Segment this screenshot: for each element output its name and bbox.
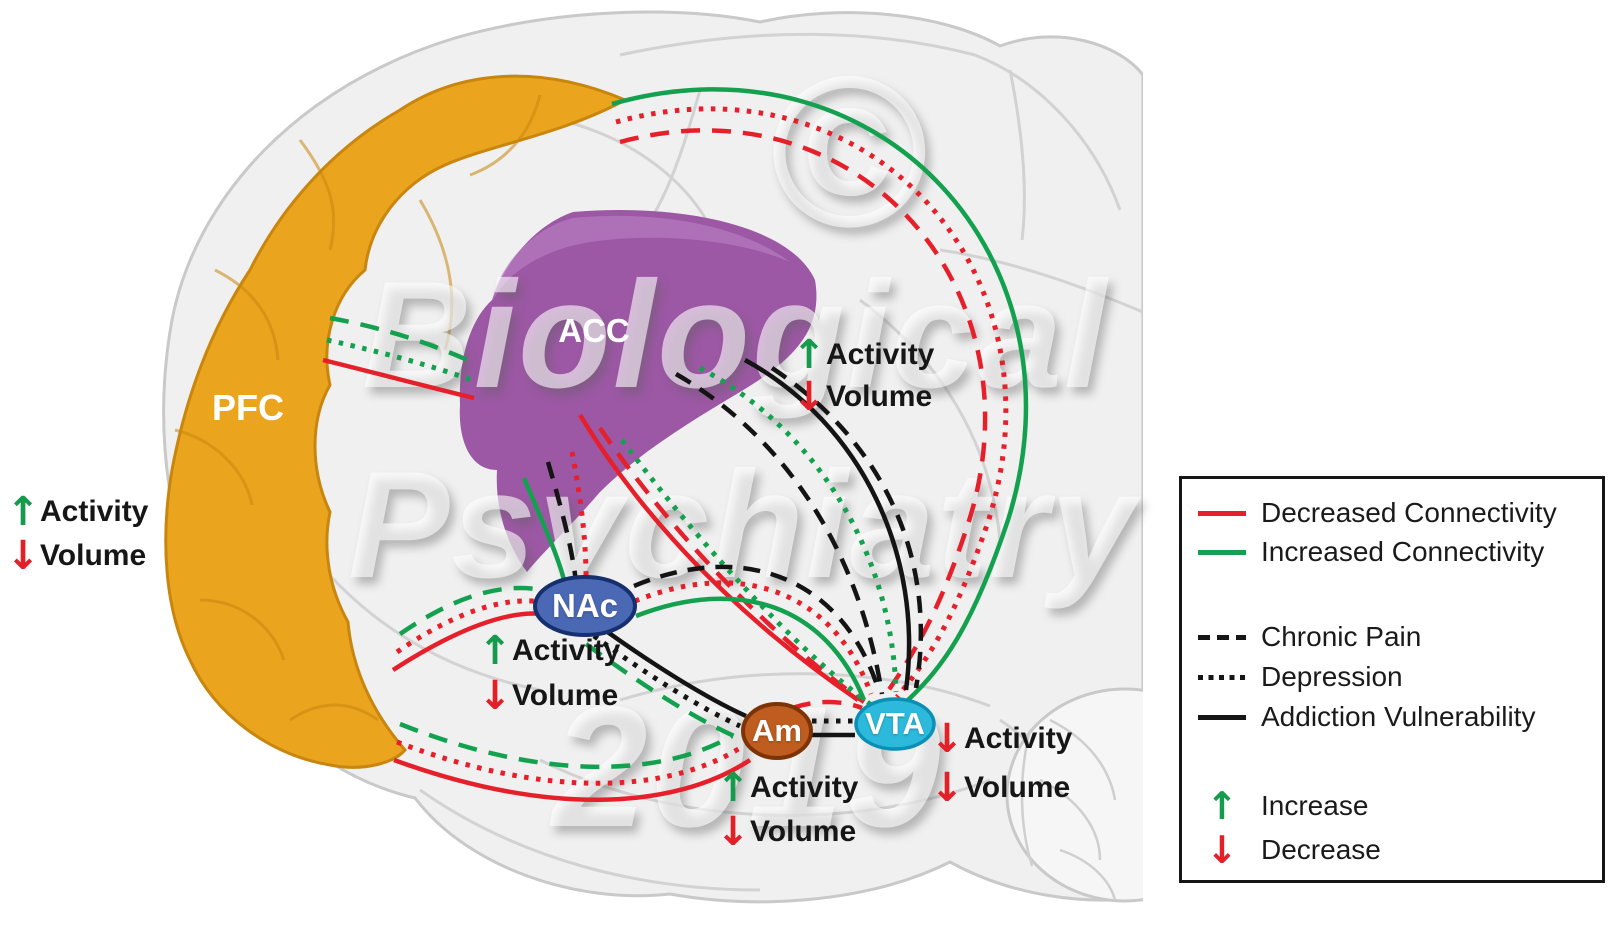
connection-acc-nac-chronic-pain xyxy=(545,461,579,583)
connection-acc-vta-depression xyxy=(619,438,872,707)
connection-pfc-vta-chronic-pain xyxy=(619,128,988,696)
acc-highlight xyxy=(492,215,790,302)
connection-pfc-acc-chronic-pain xyxy=(329,315,473,365)
legend-label: Increase xyxy=(1261,790,1369,821)
annotation-pfc: ↑ Activity ↓ Volume xyxy=(6,490,148,578)
legend-label: Decreased Connectivity xyxy=(1261,497,1557,528)
pfc-volume-label: Volume xyxy=(40,539,147,572)
increase-arrow-icon: ↑ xyxy=(478,627,512,674)
legend-item-decreased-connectivity: Decreased Connectivity xyxy=(1198,493,1557,533)
connection-acc-vta-addiction-vulnerability xyxy=(578,413,860,702)
connection-am-vta-chronic-pain xyxy=(791,699,863,711)
decrease-arrow-icon: ↓ xyxy=(930,715,964,762)
connection-nac-am-chronic-pain xyxy=(584,642,735,739)
legend-item-chronic-pain: Chronic Pain xyxy=(1198,617,1421,657)
decrease-arrow-icon: ↓ xyxy=(478,672,512,719)
legend-item-increase: ↑ Increase xyxy=(1198,783,1368,829)
connection-nac-am-addiction-vulnerability xyxy=(600,626,747,719)
connection-acc-nac-addiction-vulnerability xyxy=(521,477,569,589)
region-pfc xyxy=(164,74,629,769)
decrease-arrow-icon: ↓ xyxy=(716,809,750,855)
connection-pfc-am-addiction-vulnerability xyxy=(393,757,752,802)
node-am xyxy=(741,702,813,760)
connection-nac-vta-chronic-pain xyxy=(633,564,881,689)
increase-arrow-icon: ↑ xyxy=(1206,784,1238,828)
node-nac xyxy=(533,575,637,637)
annotation-vta: ↓ Activity ↓ Volume xyxy=(930,714,1072,812)
vta-activity-label: Activity xyxy=(964,721,1073,755)
pfc-activity-label: Activity xyxy=(40,495,149,528)
connection-nac-vta-depression xyxy=(634,580,874,695)
label-am: Am xyxy=(752,713,802,748)
increase-arrow-icon: ↑ xyxy=(792,332,826,378)
nodes xyxy=(533,575,936,760)
dotted-line-icon xyxy=(1198,674,1246,680)
increased-connectivity-line-icon xyxy=(1198,549,1246,555)
connection-pfc-vta-depression xyxy=(615,106,1009,699)
label-vta: VTA xyxy=(865,706,925,741)
legend-label: Depression xyxy=(1261,661,1403,692)
decrease-arrow-icon: ↓ xyxy=(930,764,964,811)
region-acc xyxy=(459,210,817,573)
legend-item-addiction-vulnerability: Addiction Vulnerability xyxy=(1198,697,1535,737)
node-vta xyxy=(854,697,936,751)
nac-activity-label: Activity xyxy=(512,633,621,667)
legend-item-increased-connectivity: Increased Connectivity xyxy=(1198,532,1544,572)
connection-pfc-vta-addiction-vulnerability xyxy=(611,87,1029,702)
legend-item-decrease: ↓ Decrease xyxy=(1198,827,1381,873)
connection-nac-vta-addiction-vulnerability xyxy=(635,596,867,701)
acc-volume-label: Volume xyxy=(826,380,933,413)
increase-arrow-icon: ↑ xyxy=(6,489,40,535)
legend-label: Decrease xyxy=(1261,834,1381,865)
connection-pfc-acc-depression xyxy=(326,337,473,383)
connection-acc-vta-chronic-pain xyxy=(674,372,885,695)
legend-label: Addiction Vulnerability xyxy=(1261,701,1536,732)
connection-acc-vta-chronic-pain xyxy=(770,366,924,689)
label-nac: NAc xyxy=(551,587,619,624)
dashed-line-icon xyxy=(1198,634,1246,640)
annotation-am: ↑ Activity ↓ Volume xyxy=(716,766,858,854)
legend-box: Decreased Connectivity Increased Connect… xyxy=(1179,476,1605,883)
annotation-acc: ↑ Activity ↓ Volume xyxy=(792,334,934,418)
acc-activity-label: Activity xyxy=(826,338,935,371)
pfc-gyri-lines xyxy=(174,94,542,722)
cerebellum xyxy=(1005,687,1143,903)
decrease-arrow-icon: ↓ xyxy=(1206,828,1238,872)
connection-pfc-nac-chronic-pain xyxy=(398,585,543,636)
label-acc: ACC xyxy=(558,312,630,349)
connection-acc-vta-chronic-pain xyxy=(598,426,866,704)
decreased-connectivity-line-icon xyxy=(1198,510,1246,516)
vta-volume-label: Volume xyxy=(964,770,1071,804)
decrease-arrow-icon: ↓ xyxy=(792,374,826,420)
legend-label: Increased Connectivity xyxy=(1261,536,1545,567)
connection-pfc-nac-addiction-vulnerability xyxy=(391,611,545,672)
connection-pfc-am-depression xyxy=(396,739,742,786)
am-activity-label: Activity xyxy=(750,771,859,804)
legend-item-depression: Depression xyxy=(1198,657,1403,697)
am-volume-label: Volume xyxy=(750,815,857,848)
connection-pfc-am-chronic-pain xyxy=(399,721,734,770)
solid-line-icon xyxy=(1198,714,1246,720)
connection-acc-vta-addiction-vulnerability xyxy=(743,358,912,691)
label-pfc: PFC xyxy=(212,387,284,428)
legend-label: Chronic Pain xyxy=(1261,621,1422,652)
connection-pfc-acc-addiction-vulnerability xyxy=(322,357,475,401)
annotation-nac: ↑ Activity ↓ Volume xyxy=(478,628,620,718)
nac-volume-label: Volume xyxy=(512,678,619,712)
increase-arrow-icon: ↑ xyxy=(716,765,750,811)
decrease-arrow-icon: ↓ xyxy=(6,533,40,579)
